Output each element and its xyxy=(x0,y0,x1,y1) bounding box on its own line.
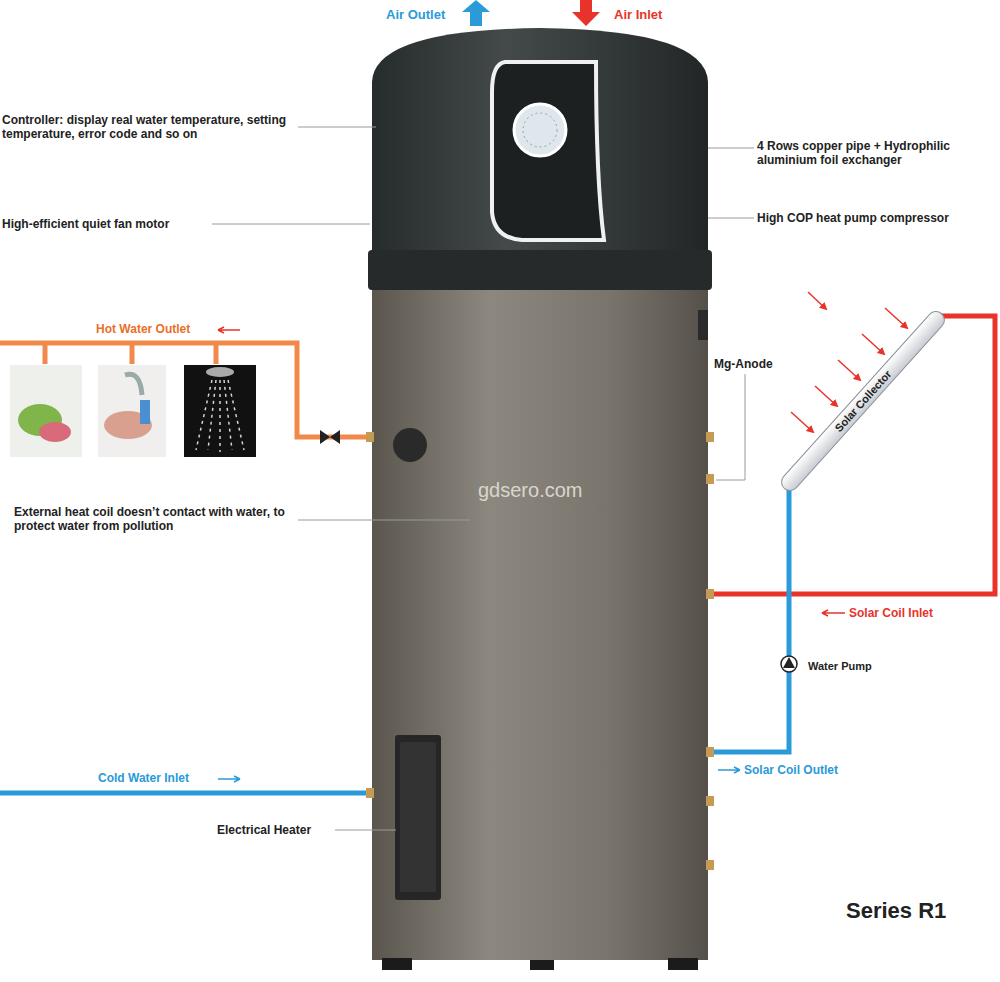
callout-text: Controller: display real water temperatu… xyxy=(2,113,296,141)
callout-text: 4 Rows copper pipe + Hydrophilic alumini… xyxy=(757,139,995,167)
cold-water-pipe xyxy=(0,791,372,796)
pipe-label: Solar Coil Outlet xyxy=(744,763,838,777)
flow-arrow xyxy=(218,776,240,782)
pipe-label: Solar Coil Inlet xyxy=(849,606,933,620)
solar-cold-pipe xyxy=(712,488,789,752)
series-name: Series R1 xyxy=(846,898,946,924)
air-inlet-arrow xyxy=(572,0,600,26)
pipe-label: Hot Water Outlet xyxy=(96,322,190,336)
air-label: Air Inlet xyxy=(614,7,662,23)
callout-text: External heat coil doesn’t contact with … xyxy=(14,505,298,533)
water-pump-symbol xyxy=(783,657,795,668)
leader-lines xyxy=(212,127,754,830)
solar-hot-pipe xyxy=(712,316,995,594)
watermark: gdsero.com xyxy=(478,478,583,502)
callout-text: High COP heat pump compressor xyxy=(757,211,949,225)
air-outlet-arrow xyxy=(462,0,490,26)
callout-text: Electrical Heater xyxy=(217,823,311,837)
valve xyxy=(320,430,340,444)
usage-photos xyxy=(10,365,256,457)
component-label: Water Pump xyxy=(808,660,872,673)
collector-label: Solar Collector xyxy=(830,365,897,437)
flow-arrow xyxy=(822,610,845,616)
air-label: Air Outlet xyxy=(386,7,445,23)
pipe-label: Cold Water Inlet xyxy=(98,771,189,785)
flow-arrow xyxy=(218,327,240,333)
callout-text: High-efficient quiet fan motor xyxy=(2,217,169,231)
water-pump-symbol xyxy=(781,656,797,672)
water-tank xyxy=(366,28,714,970)
callout-text: Mg-Anode xyxy=(714,357,773,371)
flow-arrow xyxy=(718,767,740,773)
